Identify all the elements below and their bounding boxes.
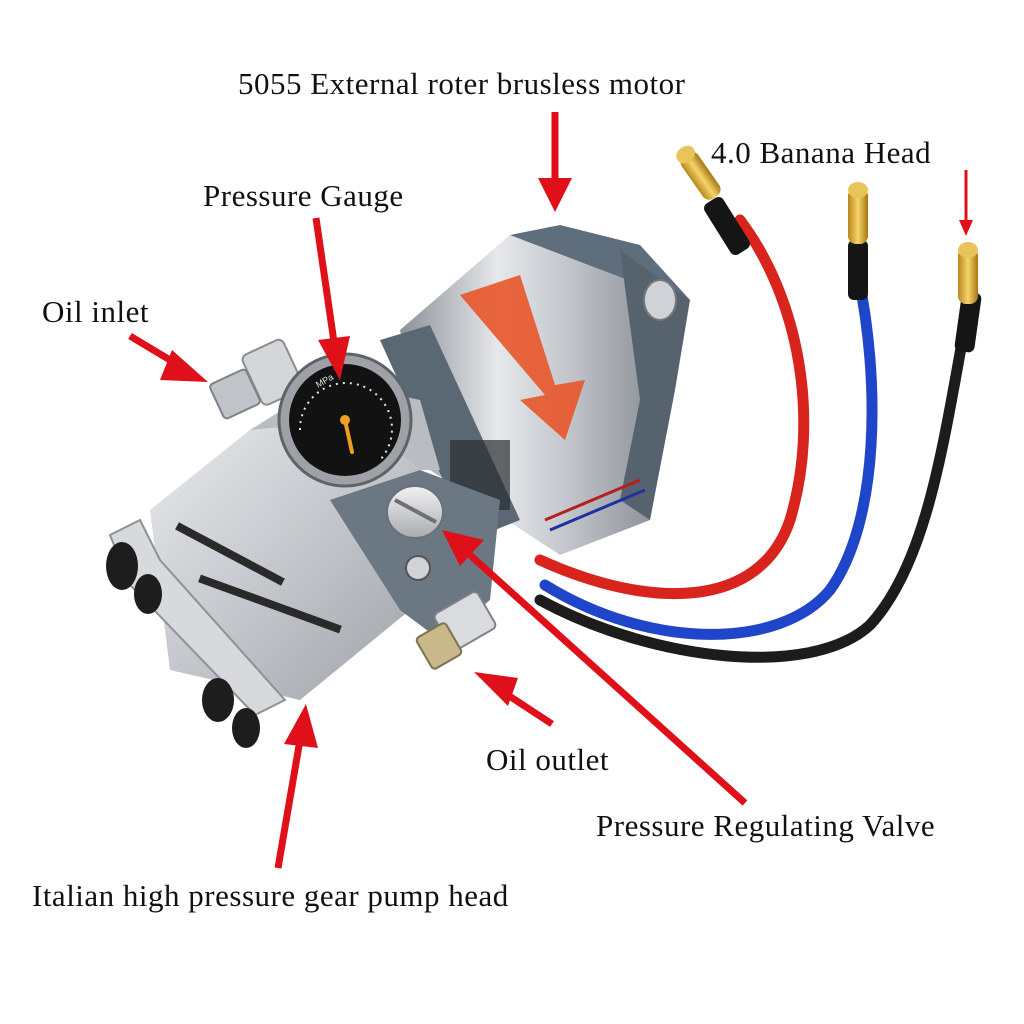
pressure-gauge: MPa — [277, 352, 413, 488]
oil-outlet-fitting — [415, 591, 497, 670]
valve-arrow — [442, 530, 748, 806]
motor-label: 5055 External roter brusless motor — [238, 66, 686, 101]
regulating-valve-knob — [386, 485, 444, 581]
banana-arrow — [959, 170, 973, 236]
motor-arrow — [538, 112, 572, 212]
oil-inlet-label: Oil inlet — [42, 294, 149, 329]
gauge-arrow — [312, 217, 350, 380]
oil-outlet-label: Oil outlet — [486, 742, 609, 777]
blue-wire — [539, 269, 878, 640]
outlet-arrow — [474, 672, 554, 727]
banana-connector-1 — [676, 145, 721, 200]
pump-head-label: Italian high pressure gear pump head — [32, 878, 509, 913]
motor-rotation-stripe — [460, 275, 585, 440]
brushless-motor — [380, 225, 690, 555]
annotation-arrows — [128, 112, 973, 869]
gear-pump-body — [106, 380, 500, 748]
pressure-gauge-label: Pressure Gauge — [203, 178, 404, 213]
pump-arrow — [274, 704, 318, 869]
red-wire — [534, 214, 810, 600]
inlet-arrow — [128, 332, 208, 382]
black-wire — [534, 304, 974, 663]
red-wire-sleeve — [704, 196, 750, 256]
black-wire-sleeve — [954, 291, 982, 353]
banana-head-label: 4.0 Banana Head — [711, 135, 932, 170]
gauge-needle — [343, 418, 354, 454]
banana-connector-3 — [958, 242, 978, 304]
banana-connector-2 — [848, 182, 868, 244]
pressure-valve-label: Pressure Regulating Valve — [596, 808, 936, 843]
blue-wire-sleeve — [848, 240, 868, 300]
